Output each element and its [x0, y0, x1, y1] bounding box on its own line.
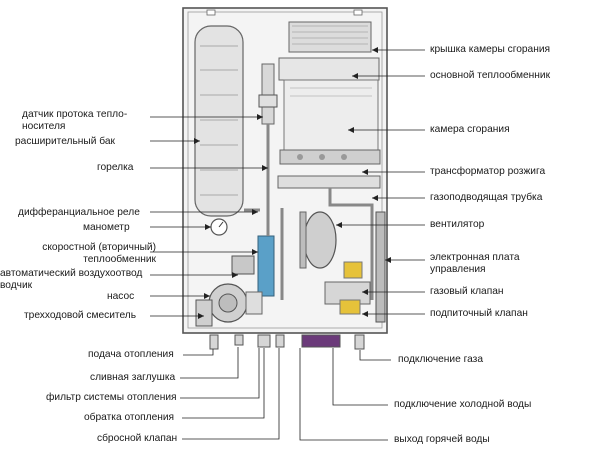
leader-lines-right [336, 49, 425, 315]
label-relief-valve: сбросной клапан [97, 433, 178, 444]
label-makeup-valve: подпиточный клапан [430, 308, 528, 319]
label-gas-pipe: газоподводящая трубка [430, 192, 543, 203]
label-air-vent: автоматический воздухоотвод водчик [0, 268, 143, 291]
leader-lines-bottom [180, 347, 391, 441]
label-combustion-chamber: камера сгорания [430, 124, 510, 135]
label-hot-water: выход горячей воды [394, 434, 490, 445]
secondary-heat-exchanger [257, 235, 275, 297]
label-heating-supply: подача отопления [88, 349, 174, 360]
label-heating-return: обратка отопления [84, 412, 175, 423]
label-ignition-transformer: трансформатор розжига [430, 166, 546, 177]
label-differential-relay: дифферанциальное реле [18, 207, 140, 218]
label-pressure-gauge: манометр [83, 222, 130, 233]
burner-row [277, 149, 381, 189]
leader-arrows-left [194, 114, 268, 319]
label-drain-plug: сливная заглушка [90, 372, 176, 383]
label-control-board: электронная плата управления [430, 252, 520, 275]
bottom-connections [209, 334, 365, 350]
leader-arrows-right [336, 47, 391, 317]
fan [299, 211, 337, 269]
pressure-gauge [210, 218, 228, 236]
label-main-heat-exchanger: основной теплообменник [430, 70, 551, 81]
pump [208, 283, 263, 323]
label-pump: насос [107, 291, 135, 302]
leader-lines-left [150, 116, 268, 317]
main-heat-exchanger [283, 79, 379, 156]
label-flow-sensor: датчик протока тепло- носителя [22, 109, 128, 132]
control-board [375, 211, 386, 323]
air-vent [231, 255, 255, 275]
combustion-cover [278, 21, 380, 81]
three-way-valve [195, 299, 213, 327]
label-fan: вентилятор [430, 219, 485, 230]
label-gas-valve: газовый клапан [430, 286, 504, 297]
gas-valve [324, 261, 371, 315]
label-heating-filter: фильтр системы отопления [46, 392, 177, 403]
label-burner: горелка [97, 162, 134, 173]
label-three-way-valve: трехходовой смеситель [24, 310, 137, 321]
expansion-tank [194, 25, 244, 217]
gas-supply-pipe [328, 188, 374, 300]
label-gas-connection: подключение газа [398, 354, 484, 365]
flow-sensor [258, 63, 278, 125]
label-secondary-heat-exchanger: скоростной (вторичный) теплообменник [42, 242, 156, 265]
label-cold-water: подключение холодной воды [394, 399, 532, 410]
label-combustion-cover: крышка камеры сгорания [430, 44, 551, 55]
label-expansion-tank: расширительный бак [15, 136, 115, 147]
